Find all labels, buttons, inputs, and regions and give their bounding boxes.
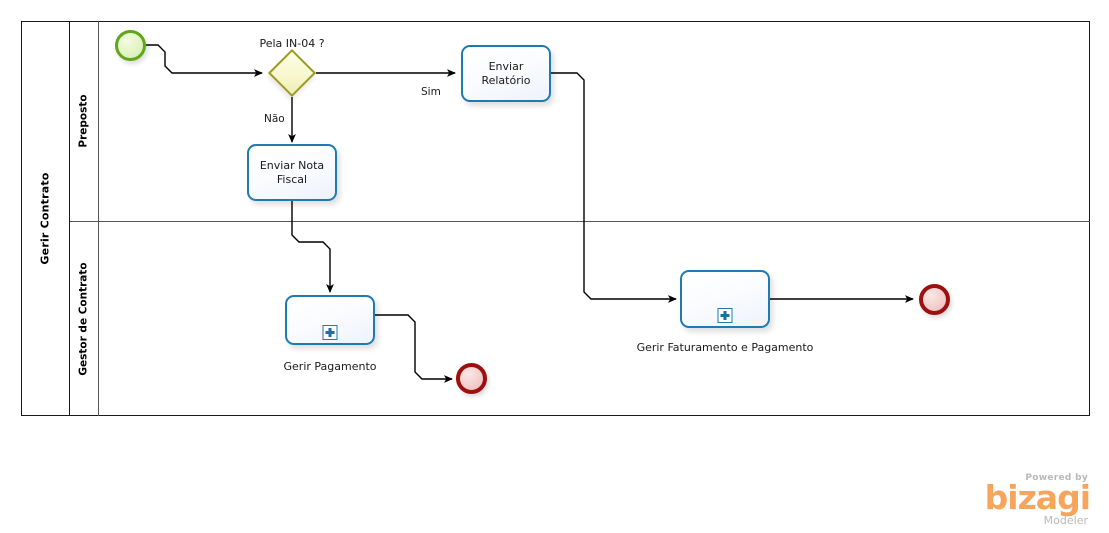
gateway-diamond xyxy=(267,48,317,98)
exclusive-gateway-pela-in-04[interactable] xyxy=(267,48,317,98)
flow-label-nao: Não xyxy=(264,113,285,125)
subprocess-gerir-faturamento-e-pagamento[interactable] xyxy=(680,270,770,328)
lane-header-preposto[interactable]: Preposto xyxy=(70,21,99,221)
plus-icon xyxy=(322,325,338,340)
subprocess-gerir-pagamento-label: Gerir Pagamento xyxy=(283,360,377,373)
end-event-pagamento[interactable] xyxy=(456,363,487,394)
subprocess-gerir-pagamento[interactable] xyxy=(285,295,375,345)
pool-header[interactable]: Gerir Contrato xyxy=(21,21,70,416)
task-enviar-relatorio[interactable]: Enviar Relatório xyxy=(461,45,551,102)
subprocess-gerir-faturamento-e-pagamento-label: Gerir Faturamento e Pagamento xyxy=(636,341,814,354)
end-event-faturamento[interactable] xyxy=(919,284,950,315)
pool-gerir-contrato[interactable] xyxy=(21,21,1090,416)
lane-label-preposto: Preposto xyxy=(78,94,90,148)
plus-icon xyxy=(717,308,733,323)
task-enviar-nota-fiscal[interactable]: Enviar Nota Fiscal xyxy=(247,144,337,201)
gateway-label: Pela IN-04 ? xyxy=(259,37,325,50)
lane-label-gestor-de-contrato: Gestor de Contrato xyxy=(78,261,91,376)
watermark-product: Modeler xyxy=(1043,514,1088,527)
bizagi-watermark: Powered by bizagi Modeler xyxy=(930,473,1091,527)
start-event[interactable] xyxy=(115,30,146,61)
task-enviar-nota-fiscal-label: Enviar Nota Fiscal xyxy=(259,158,325,186)
lane-divider xyxy=(70,221,1090,222)
watermark-brand: bizagi xyxy=(984,478,1091,517)
flow-label-sim: Sim xyxy=(421,86,441,98)
watermark-powered-by: Powered by xyxy=(1025,473,1088,483)
task-enviar-relatorio-label: Enviar Relatório xyxy=(481,59,531,87)
lane-header-gestor-de-contrato[interactable]: Gestor de Contrato xyxy=(70,221,99,416)
pool-title: Gerir Contrato xyxy=(38,172,52,265)
